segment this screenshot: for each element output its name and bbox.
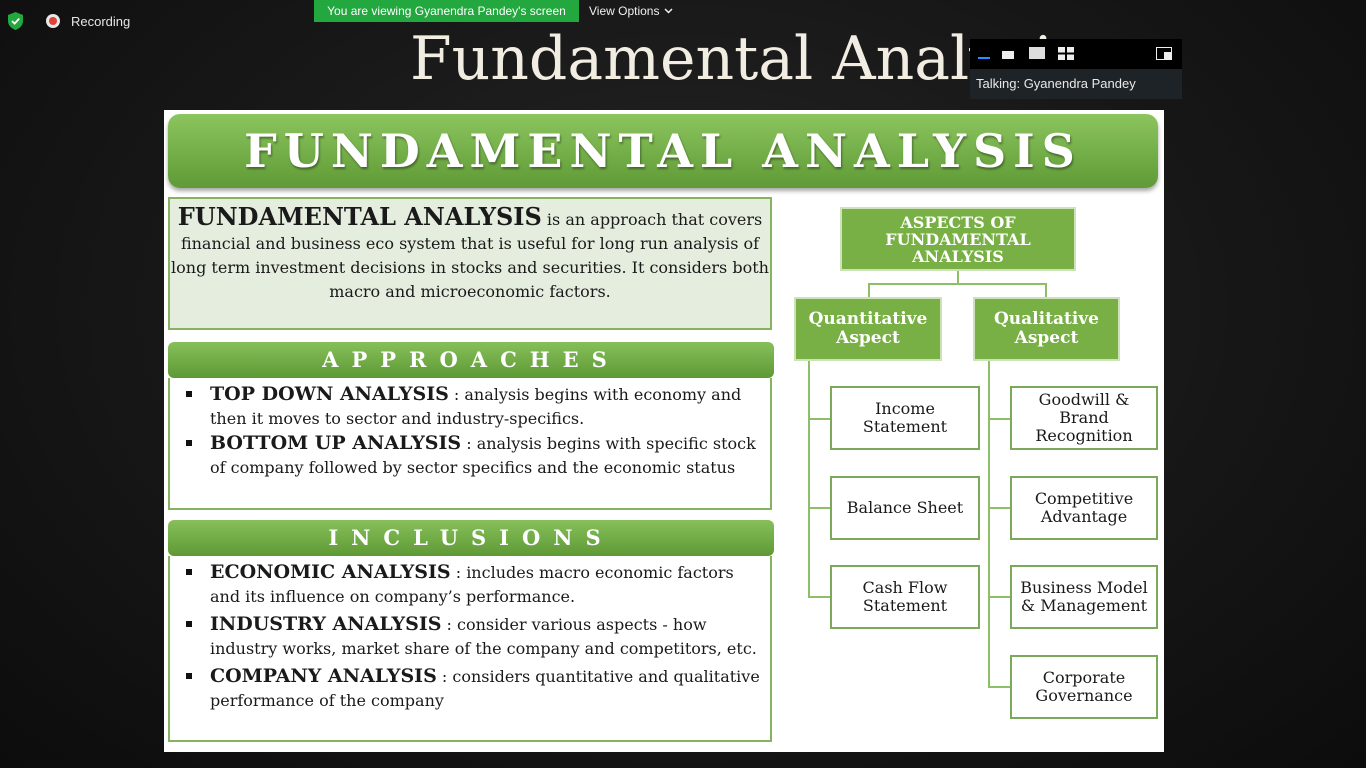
- shared-slide: FUNDAMENTAL ANALYSIS FUNDAMENTAL ANALYSI…: [164, 110, 1164, 752]
- diagram-connector: [868, 283, 1046, 285]
- inclusion-item: COMPANY ANALYSIS : considers quantitativ…: [186, 664, 760, 713]
- left-item: Income Statement: [830, 386, 980, 450]
- speaker-view-toolbar: [970, 39, 1182, 69]
- intro-text: is an approach that covers financial and…: [171, 210, 769, 301]
- exit-fullscreen-icon[interactable]: [1156, 47, 1172, 60]
- diagram-connector: [808, 361, 810, 598]
- view-grid-icon[interactable]: [1058, 47, 1074, 60]
- record-icon: [46, 14, 60, 28]
- right-item: Corporate Governance: [1010, 655, 1158, 719]
- slide-banner: FUNDAMENTAL ANALYSIS: [168, 114, 1158, 188]
- minimize-icon[interactable]: [978, 57, 990, 59]
- inclusions-heading: INCLUSIONS: [168, 520, 774, 556]
- approaches-heading: APPROACHES: [168, 342, 774, 378]
- approach-item: BOTTOM UP ANALYSIS : analysis begins wit…: [186, 431, 760, 480]
- diagram-connector: [988, 686, 1010, 688]
- shield-check-icon[interactable]: [7, 12, 24, 30]
- diagram-connector: [868, 283, 870, 297]
- diagram-root: ASPECTS OF FUNDAMENTAL ANALYSIS: [840, 207, 1076, 271]
- talking-label: Talking: Gyanendra Pandey: [970, 69, 1182, 99]
- quantitative-head: Quantitative Aspect: [794, 297, 942, 361]
- viewing-banner: You are viewing Gyanendra Pandey's scree…: [314, 0, 579, 22]
- inclusion-item: ECONOMIC ANALYSIS : includes macro econo…: [186, 560, 760, 609]
- diagram-connector: [808, 507, 830, 509]
- qualitative-head: Qualitative Aspect: [973, 297, 1120, 361]
- right-item: Competitive Advantage: [1010, 476, 1158, 540]
- inclusion-item: INDUSTRY ANALYSIS : consider various asp…: [186, 612, 760, 661]
- diagram-connector: [988, 418, 1010, 420]
- intro-box: FUNDAMENTAL ANALYSIS is an approach that…: [168, 197, 772, 330]
- speaker-panel[interactable]: Talking: Gyanendra Pandey: [970, 39, 1182, 99]
- approach-item: TOP DOWN ANALYSIS : analysis begins with…: [186, 382, 760, 431]
- recording-indicator[interactable]: Recording: [46, 12, 130, 30]
- intro-term: FUNDAMENTAL ANALYSIS: [177, 202, 542, 231]
- recording-label: Recording: [71, 13, 131, 29]
- right-item: Business Model & Management: [1010, 565, 1158, 629]
- view-options-button[interactable]: View Options: [589, 0, 674, 22]
- diagram-connector: [988, 596, 1010, 598]
- right-item: Goodwill & Brand Recognition: [1010, 386, 1158, 450]
- view-speaker-icon[interactable]: [1029, 47, 1045, 59]
- diagram-connector: [808, 418, 830, 420]
- diagram-connector: [957, 271, 959, 283]
- diagram-connector: [988, 507, 1010, 509]
- view-options-label: View Options: [589, 4, 660, 18]
- view-single-icon[interactable]: [1002, 51, 1014, 59]
- chevron-down-icon: [664, 8, 674, 14]
- left-item: Balance Sheet: [830, 476, 980, 540]
- diagram-connector: [988, 361, 990, 688]
- left-item: Cash Flow Statement: [830, 565, 980, 629]
- diagram-connector: [808, 596, 830, 598]
- slide-title: Fundamental Analysis: [410, 24, 1084, 94]
- inclusions-box: ECONOMIC ANALYSIS : includes macro econo…: [168, 556, 772, 742]
- approaches-box: TOP DOWN ANALYSIS : analysis begins with…: [168, 378, 772, 510]
- diagram-connector: [1045, 283, 1047, 297]
